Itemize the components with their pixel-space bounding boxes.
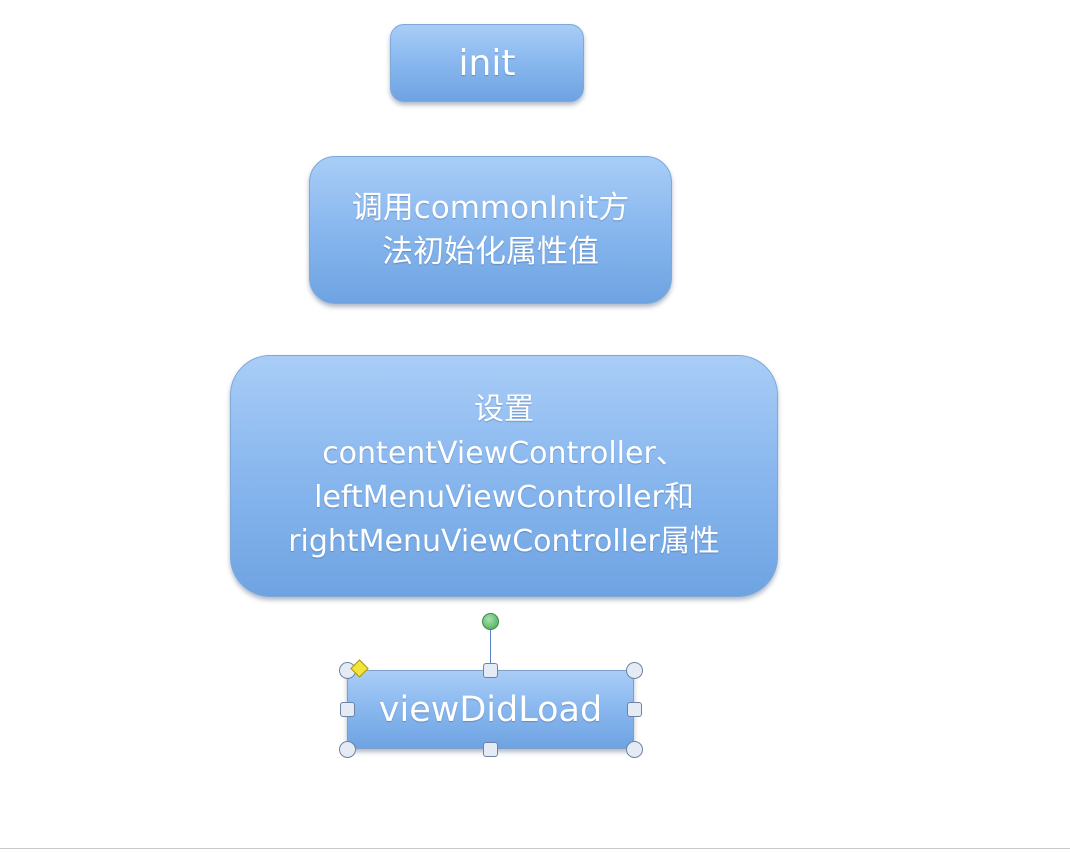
node-common-init[interactable]: 调用commonInit方 法初始化属性值	[309, 156, 672, 304]
node-view-did-load-line-1: viewDidLoad	[378, 689, 603, 730]
resize-handle-icon-bottom-left[interactable]	[339, 741, 356, 758]
node-set-controllers[interactable]: 设置 contentViewController、 leftMenuViewCo…	[230, 355, 778, 597]
node-common-init-line-1: 调用commonInit方	[351, 190, 630, 226]
resize-handle-icon-left[interactable]	[340, 702, 355, 717]
resize-handle-icon-bottom[interactable]	[483, 742, 498, 757]
node-common-init-line-2: 法初始化属性值	[381, 234, 599, 270]
node-set-line-1: 设置	[474, 392, 534, 427]
resize-handle-icon-right[interactable]	[627, 702, 642, 717]
node-view-did-load[interactable]: viewDidLoad	[347, 670, 634, 749]
resize-handle-icon-top-right[interactable]	[626, 662, 643, 679]
rotate-connector-line	[490, 629, 491, 663]
resize-handle-icon-top[interactable]	[483, 663, 498, 678]
node-set-line-2: contentViewController、	[322, 436, 686, 471]
bottom-divider	[0, 848, 1070, 849]
node-set-line-4: rightMenuViewController属性	[288, 524, 720, 559]
resize-handle-icon-bottom-right[interactable]	[626, 741, 643, 758]
node-init-line-1: init	[458, 42, 516, 84]
node-init[interactable]: init	[390, 24, 584, 102]
rotate-handle-icon[interactable]	[482, 613, 499, 630]
node-set-line-3: leftMenuViewController和	[314, 480, 694, 515]
